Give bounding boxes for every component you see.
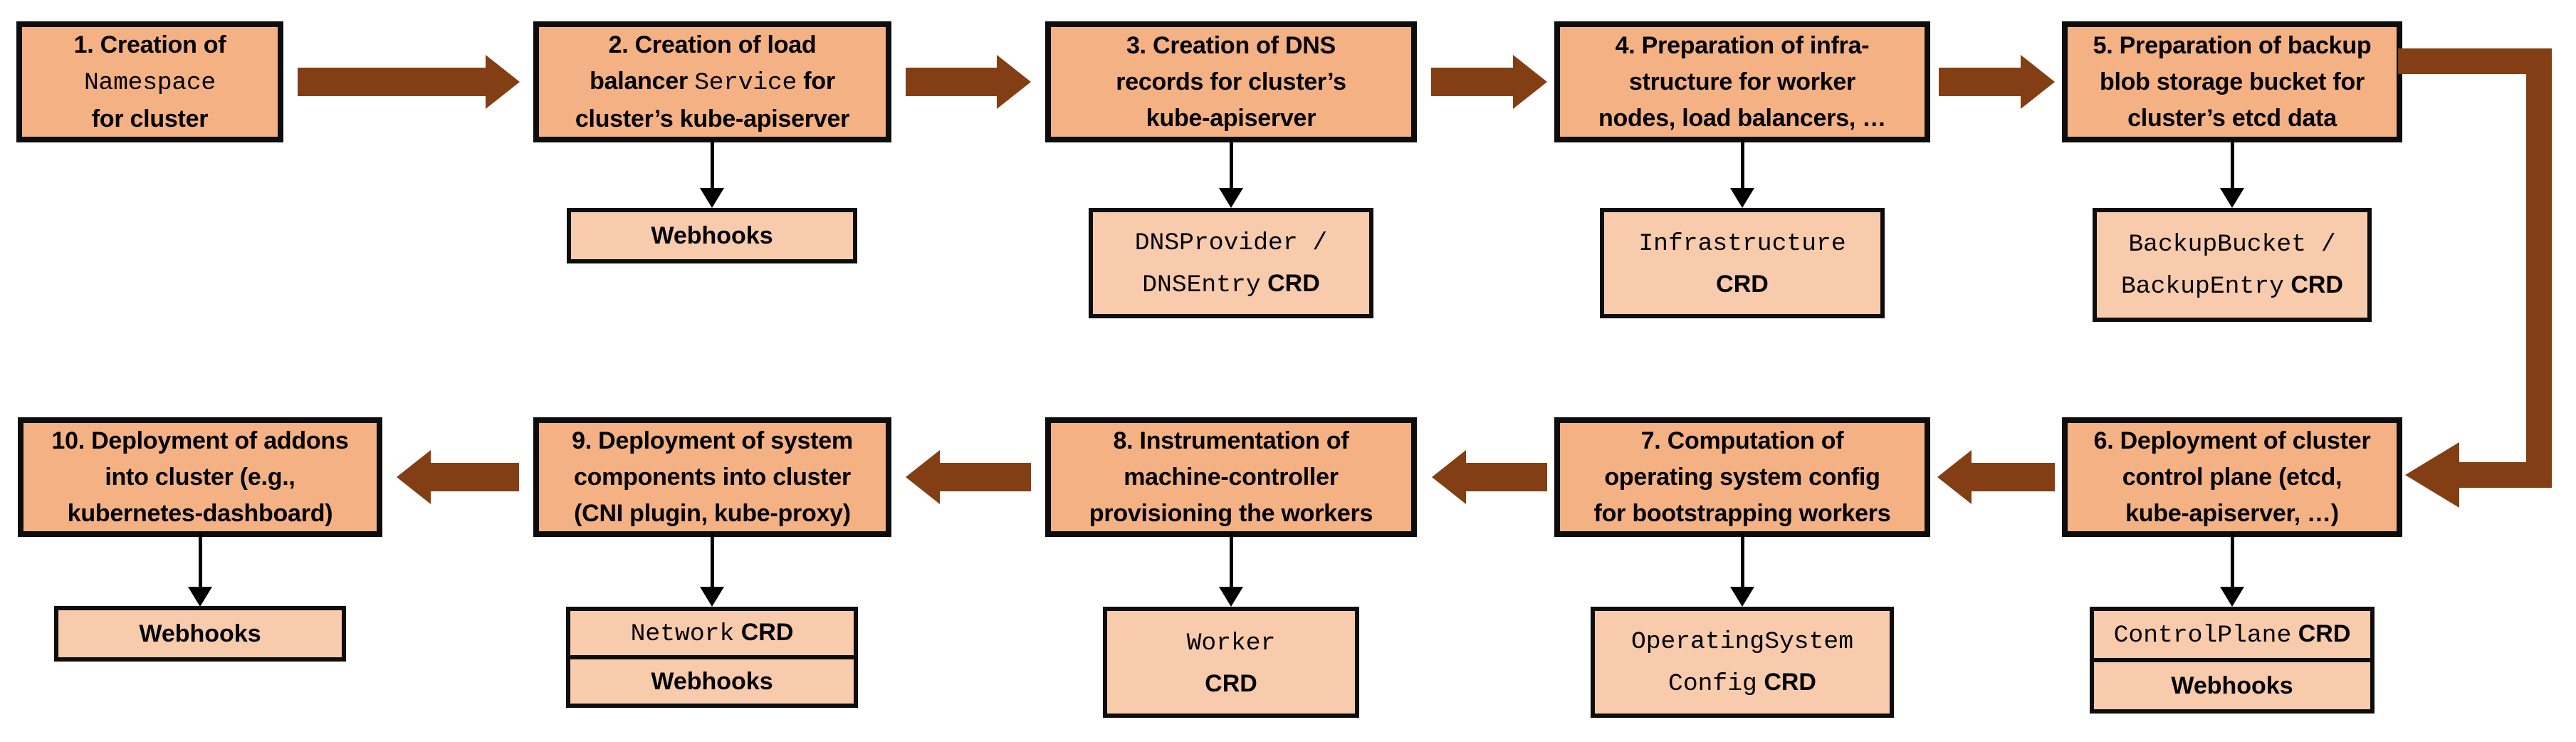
step-3-dnsprovider-dnsentry-crd-box: DNSProvider /DNSEntry CRD	[1089, 208, 1373, 318]
connector-step7-osc-crd-icon	[1730, 534, 1754, 607]
step-5-backup-crd-label: BackupBucket /BackupEntry CRD	[2121, 231, 2343, 301]
connector-step8-worker-crd-icon	[1219, 534, 1243, 607]
step-10-webhooks-box: Webhooks	[54, 606, 346, 662]
connector-step9-network-crd-icon	[700, 534, 724, 607]
connector-step5-backup-crd-icon	[2220, 140, 2244, 208]
connector-step6-controlplane-crd-icon	[2220, 534, 2244, 607]
step-9-network-crd-label: Network CRD	[630, 618, 794, 648]
step-6-controlplane-crd-label: ControlPlane CRD	[2113, 620, 2351, 649]
step-9-webhooks-label: Webhooks	[651, 668, 773, 695]
connector-step3-dns-crd-icon	[1219, 140, 1243, 208]
step-5-backupbucket-backupentry-crd-box: BackupBucket /BackupEntry CRD	[2093, 208, 2372, 322]
connector-step4-infrastructure-crd-icon	[1730, 140, 1754, 208]
step-2-webhooks-box: Webhooks	[567, 208, 857, 263]
arrow-step1-to-step2-icon	[298, 55, 520, 109]
step-6-webhooks-label: Webhooks	[2171, 672, 2293, 699]
step-4-label: 4. Preparation of infra-structure for wo…	[1598, 31, 1886, 132]
connector-step2-webhooks-icon	[700, 140, 724, 208]
step-3-dns-crd-label: DNSProvider /DNSEntry CRD	[1134, 229, 1328, 299]
step-6-controlplane-crd-box: ControlPlane CRD	[2090, 607, 2375, 662]
step-9-network-crd-box: Network CRD	[566, 607, 858, 659]
step-4-box: 4. Preparation of infra-structure for wo…	[1554, 21, 1930, 142]
step-6-webhooks-box: Webhooks	[2090, 658, 2375, 714]
arrow-step7-to-step8-icon	[1432, 450, 1547, 504]
step-2-webhooks-label: Webhooks	[651, 222, 773, 249]
step-9-webhooks-box: Webhooks	[566, 655, 858, 708]
arrow-step6-to-step7-icon	[1937, 450, 2055, 504]
arrow-step8-to-step9-icon	[906, 450, 1031, 504]
arrow-step2-to-step3-icon	[906, 55, 1031, 109]
arrow-step3-to-step4-icon	[1431, 55, 1547, 109]
arrow-step9-to-step10-icon	[397, 450, 519, 504]
connector-step10-webhooks-icon	[188, 534, 212, 607]
step-10-webhooks-label: Webhooks	[139, 620, 261, 647]
arrow-step4-to-step5-icon	[1939, 55, 2055, 109]
